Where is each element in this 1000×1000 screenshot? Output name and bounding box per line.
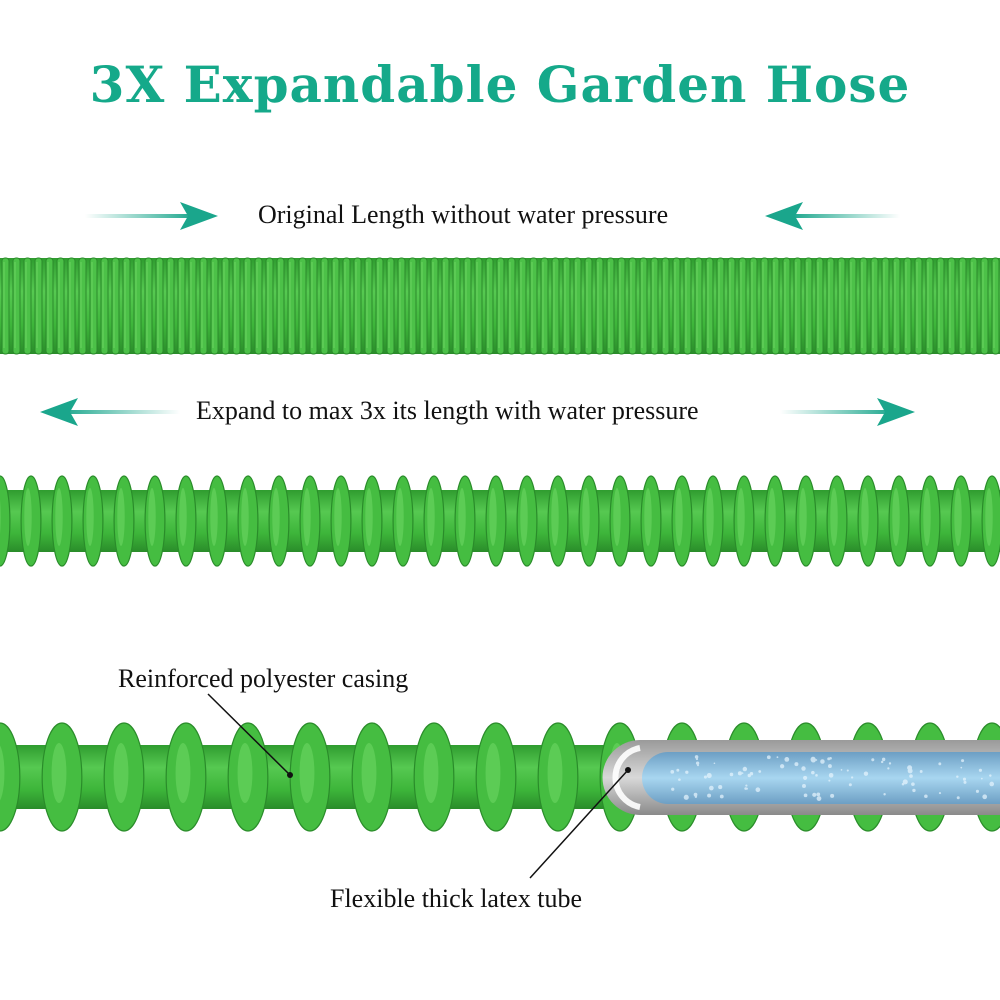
cutaway-hose <box>0 722 1000 832</box>
caption-latex-tube: Flexible thick latex tube <box>330 884 582 913</box>
arrow-right-icon <box>780 398 915 426</box>
casing-leader-dot <box>287 772 293 778</box>
latex-tube-cutaway <box>602 740 1000 815</box>
casing-leader-line <box>207 693 291 776</box>
arrow-left-icon <box>765 202 900 230</box>
caption-polyester-casing: Reinforced polyester casing <box>118 664 409 693</box>
tube-leader-dot <box>625 767 631 773</box>
expanded-hose <box>0 475 1000 567</box>
compressed-hose <box>0 257 1000 355</box>
caption-expanded-length: Expand to max 3x its length with water p… <box>196 396 699 425</box>
caption-original-length: Original Length without water pressure <box>258 200 669 229</box>
page-title: 3X Expandable Garden Hose <box>89 55 911 114</box>
arrow-left-icon <box>40 398 180 426</box>
arrow-right-icon <box>85 202 218 230</box>
tube-leader-line <box>529 769 629 879</box>
